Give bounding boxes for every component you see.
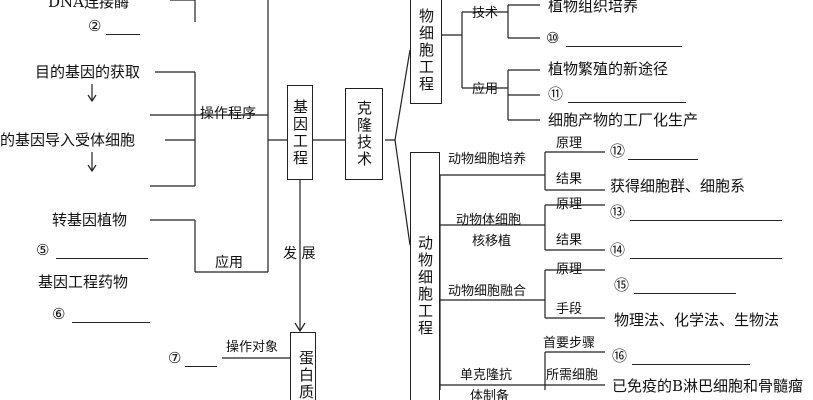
- blank-14-line: [630, 258, 782, 259]
- mono-cells: 已免疫的B淋巴细胞和骨髓瘤: [612, 377, 804, 395]
- blank-5-line: [56, 258, 148, 259]
- blank-6-line: [72, 322, 150, 323]
- mono-cells-label: 所需细胞: [546, 368, 599, 383]
- blank-13-line: [630, 220, 782, 221]
- culture-result-label: 结果: [556, 172, 583, 187]
- nt-result-label: 结果: [556, 233, 583, 248]
- nt-principle-label: 原理: [556, 197, 583, 212]
- blank-5-marker: ⑤: [36, 241, 50, 259]
- mono-steps-label: 首要步骤: [543, 336, 596, 351]
- blank-7-marker: ⑦: [168, 349, 182, 367]
- blank-16-marker: ⑯: [612, 347, 628, 365]
- blank-11-line: [568, 102, 686, 103]
- protein-engineering-box: 蛋白质: [290, 332, 316, 400]
- blank-16-line: [632, 364, 750, 365]
- cell-product-factory: 细胞产物的工厂化生产: [548, 111, 699, 129]
- plant-propagation: 植物繁殖的新途径: [548, 60, 669, 78]
- transgenic-plant: 转基因植物: [52, 211, 128, 229]
- technique-label: 技术: [472, 6, 499, 21]
- animal-cell-engineering-box: 动物细胞工程: [410, 152, 440, 400]
- fusion-methods: 物理法、化学法、生物法: [614, 311, 780, 329]
- fusion-method-label: 手段: [556, 302, 583, 317]
- monoclonal-label-1: 单克隆抗: [460, 368, 513, 383]
- gene-introduction-step: 的基因导入受体细胞: [0, 131, 136, 149]
- clone-technology-box: 克隆技术: [345, 88, 383, 180]
- plant-application-label: 应用: [472, 82, 499, 97]
- plant-tissue-culture: 植物组织培养: [548, 0, 639, 15]
- blank-12-marker: ⑫: [610, 142, 626, 160]
- culture-principle-label: 原理: [556, 136, 583, 151]
- blank-2-marker: ②: [88, 17, 102, 35]
- monoclonal-label-2: 体制备: [470, 389, 510, 400]
- blank-14-marker: ⑭: [610, 241, 626, 259]
- target-gene-acquisition: 目的基因的获取: [35, 63, 141, 81]
- gene-engineered-drugs: 基因工程药物: [38, 273, 129, 291]
- cell-fusion-label: 动物细胞融合: [448, 284, 527, 299]
- blank-11-marker: ⑪: [548, 85, 564, 103]
- blank-7-line: [185, 366, 217, 367]
- dna-ligase-label: DNA连接酶: [48, 0, 129, 11]
- gene-engineering-box: 基因工程: [287, 85, 313, 180]
- blank-2-line: [106, 34, 140, 35]
- culture-result: 获得细胞群、细胞系: [610, 177, 746, 195]
- plant-cell-engineering-box: 物细胞工程: [410, 0, 442, 104]
- application-label: 应用: [215, 255, 243, 271]
- blank-6-marker: ⑥: [52, 305, 66, 323]
- development-label: 发 展: [283, 246, 316, 262]
- nuclear-transfer-label-2: 核移植: [472, 234, 512, 249]
- blank-15-marker: ⑮: [614, 276, 630, 294]
- procedure-label: 操作程序: [200, 106, 256, 122]
- operation-target-label: 操作对象: [226, 340, 279, 355]
- animal-cell-culture-label: 动物细胞培养: [448, 152, 527, 167]
- blank-10-marker: ⑩: [546, 29, 560, 47]
- blank-10-line: [566, 46, 682, 47]
- nuclear-transfer-label-1: 动物体细胞: [456, 213, 522, 228]
- blank-12-line: [628, 159, 698, 160]
- fusion-principle-label: 原理: [556, 262, 583, 277]
- blank-15-line: [634, 293, 736, 294]
- blank-13-marker: ⑬: [610, 203, 626, 221]
